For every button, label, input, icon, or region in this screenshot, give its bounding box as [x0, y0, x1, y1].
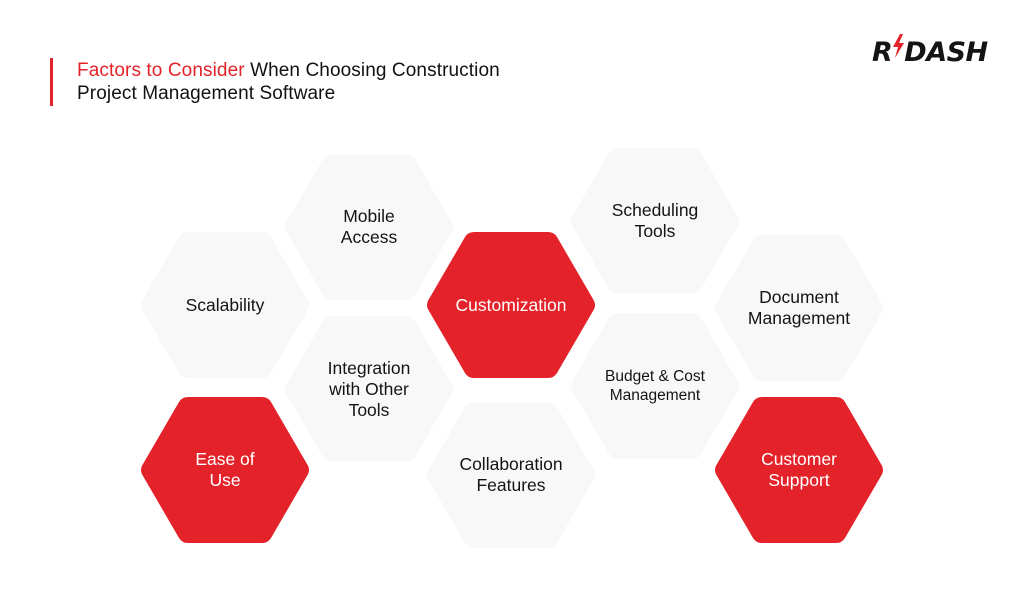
factor-budget-cost: Budget & Cost Management [568, 309, 742, 463]
factor-label: Scalability [185, 294, 265, 315]
title-accent-text: Factors to Consider [77, 60, 245, 81]
factor-document-management: Document Management [712, 231, 886, 385]
factor-label: Ease of Use [195, 449, 255, 490]
factor-scheduling-tools: Scheduling Tools [568, 144, 742, 298]
title-text-line2: Project Management Software [77, 83, 336, 104]
logo-text-r: R [872, 37, 893, 68]
factor-integration: Integration with Other Tools [282, 312, 456, 466]
factor-collaboration: Collaboration Features [424, 398, 598, 552]
lightning-bolt-icon [892, 34, 905, 68]
factor-label: Document Management [747, 287, 851, 328]
factor-label: Customization [455, 294, 567, 315]
factor-label: Collaboration Features [459, 454, 563, 495]
factor-mobile-access: Mobile Access [282, 150, 456, 304]
factor-ease-of-use: Ease of Use [138, 393, 312, 547]
rdash-logo: R DASH [872, 34, 988, 68]
factor-label: Integration with Other Tools [327, 357, 411, 420]
logo-text-dash: DASH [904, 37, 988, 68]
factor-label: Scheduling Tools [611, 200, 699, 241]
factor-label: Customer Support [761, 449, 837, 490]
factor-customer-support: Customer Support [712, 393, 886, 547]
title-accent-bar [50, 58, 53, 106]
factor-label: Budget & Cost Management [605, 368, 705, 404]
page-title: Factors to Consider When Choosing Constr… [77, 59, 500, 105]
factor-scalability: Scalability [138, 228, 312, 382]
title-text-line1: When Choosing Construction [244, 60, 500, 81]
factor-customization: Customization [424, 228, 598, 382]
factor-label: Mobile Access [340, 206, 398, 247]
